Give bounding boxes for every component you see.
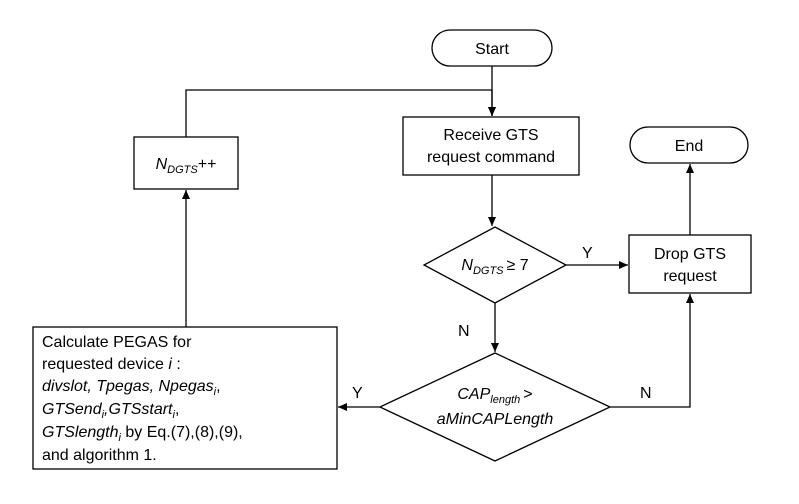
decision-ndgts: NDGTS≥ 7 [422,226,568,304]
drop-gts-node: Drop GTS request [628,234,752,294]
end-node: End [629,126,749,164]
edge-label-decision1-no: N [458,323,470,340]
edge-label-decision1-yes: Y [582,245,593,262]
drop-line2: request [663,268,717,285]
calc-line3: divslot, Tpegas, Npegasi, [42,378,221,398]
arrow-decision2-no-to-drop [610,294,694,408]
end-label: End [675,138,703,155]
decision-caplength-line1: CAPlength> [457,386,532,406]
receive-gts-node: Receive GTS request command [402,116,580,176]
start-label: Start [475,41,509,58]
start-node: Start [431,29,553,67]
calc-line2: requested device i : [42,356,181,373]
calc-line5: GTSlengthi by Eq.(7),(8),(9), [42,424,243,444]
counter-node: NDGTS++ [133,136,239,190]
calculate-pegas-node: Calculate PEGAS for requested device i :… [32,326,338,470]
edge-label-decision2-no: N [640,385,652,402]
receive-line2: request command [427,149,555,166]
decision-caplength: CAPlength> aMinCAPLength [378,352,612,462]
decision-caplength-line2: aMinCAPLength [437,411,554,428]
drop-line1: Drop GTS [654,246,726,263]
decision-ndgts-label: NDGTS≥ 7 [461,257,528,277]
arrow-counter-loop-to-receive [185,89,496,137]
calc-line4: GTSendi,GTSstarti, [42,401,179,421]
edge-label-decision2-yes: Y [352,385,363,402]
receive-line1: Receive GTS [443,127,538,144]
counter-label: NDGTS++ [156,156,217,176]
calc-line6: and algorithm 1. [42,447,157,464]
calc-line1: Calculate PEGAS for [42,334,192,351]
